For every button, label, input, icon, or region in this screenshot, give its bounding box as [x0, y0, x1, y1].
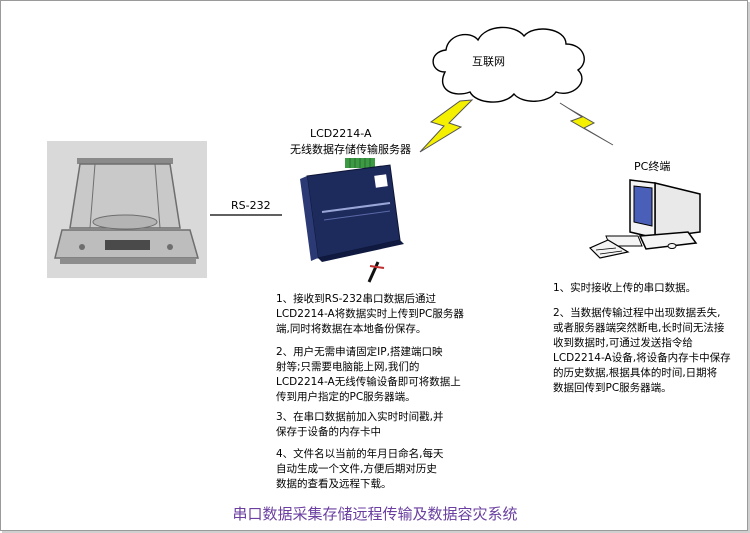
rs232-label: RS-232: [231, 199, 271, 212]
device-model-label: LCD2214-A: [310, 127, 372, 140]
left-note-3: 3、在串口数据前加入实时时间戳,并 保存于设备的内存卡中: [276, 411, 444, 438]
left-note-1: 1、接收到RS-232串口数据后通过 LCD2214-A将数据实时上传到PC服务…: [276, 293, 464, 335]
balance-scale-image: [47, 141, 207, 278]
right-note-1: 1、实时接收上传的串口数据。: [553, 282, 697, 294]
lightning-icon-left: [419, 99, 474, 153]
right-note-2: 2、当数据传输过程中出现数据丢失, 或者服务器端突然断电,长时间无法接 收到数据…: [553, 307, 731, 394]
device-image: [300, 158, 404, 283]
left-note-2: 2、用户无需申请固定IP,搭建端口映 射等;只需要电脑能上网,我们的 LCD22…: [276, 346, 461, 403]
lightning-icon-right: [559, 102, 614, 146]
left-note-4: 4、文件名以当前的年月日命名,每天 自动生成一个文件,方便后期对历史 数据的查看…: [276, 448, 444, 490]
pc-terminal-label: PC终端: [634, 160, 671, 173]
pc-terminal-icon: [588, 179, 701, 259]
diagram-title: 串口数据采集存储远程传输及数据容灾系统: [232, 505, 518, 523]
cloud-label: 互联网: [472, 55, 505, 68]
internet-cloud: [432, 26, 585, 103]
device-name-label: 无线数据存储传输服务器: [290, 143, 411, 156]
